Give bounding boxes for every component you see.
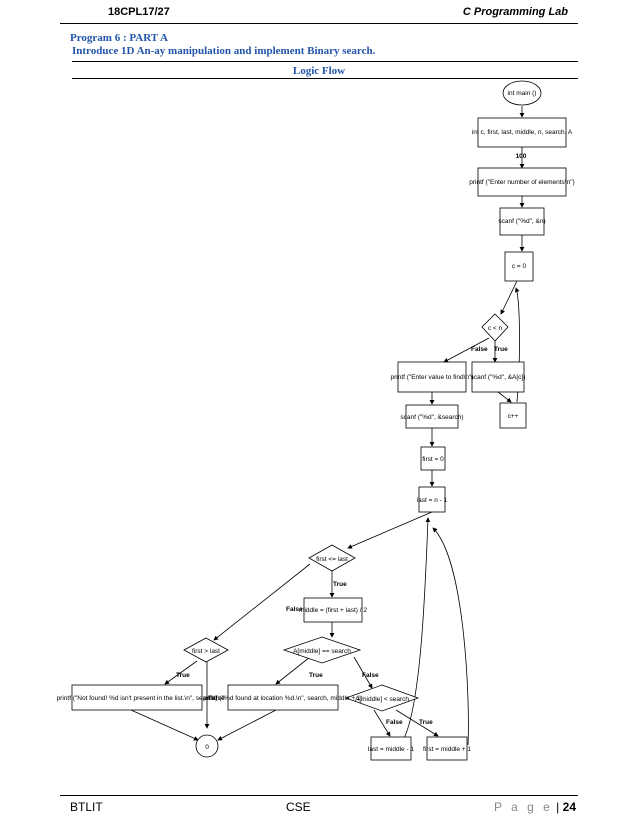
decl-node [477,117,567,148]
edge-less-true [395,709,439,737]
edge-less-false [373,709,391,737]
label-true-c: True [494,346,508,353]
cond-c-node [481,313,509,342]
label-true-loop: True [333,581,347,588]
scanf-search-text: scanf ("%d", &search) [400,414,463,421]
set-last-text: last = middle - 1 [368,746,414,753]
cond-found-node [282,636,362,664]
cond-less-node [344,684,420,712]
print-found-text: printf ("%d found at location %d.\n", se… [203,695,362,702]
course-code: 18CPL17/27 [108,6,170,18]
cond-gt-node [183,637,229,663]
footer-page: P a g e | 24 [494,800,576,814]
start-text: int main () [508,90,537,97]
edge-cond-false2 [213,563,311,641]
lab-title: C Programming Lab [462,6,568,18]
page-separator: | [556,800,560,814]
cond-c-text: c < n [488,325,503,332]
cond-less-text: A[middle] < search [355,696,409,703]
scanf-search-node [405,404,459,429]
footer-institute: BTLIT [70,800,103,814]
scanf-arr-text: scanf ("%d", &A[c]) [471,374,526,381]
page-number: 24 [562,800,576,814]
label-true-found: True [309,672,323,679]
section-title: Logic Flow [292,65,346,77]
edge-found-true [275,656,311,685]
cond-found-text: A[middle] == search [293,648,351,655]
inc-c-node [499,402,527,429]
decl-note: 100 [516,153,527,160]
header-divider [60,23,578,24]
printf-n-text: printf ("Enter number of elements\n") [469,179,574,186]
program-intro: Introduce 1D An-ay manipulation and impl… [72,45,376,57]
print-notfound-text: printf ("Not found! %d isn't present in … [57,695,218,702]
label-true-gt: True [176,672,190,679]
label-false-found: False [362,672,379,679]
scanf-n-text: scanf ("%d", &n) [498,218,545,225]
calc-middle-text: middle = (first + last) / 2 [299,607,367,614]
printf-n-node [477,167,567,197]
init-last-text: last = n - 1 [417,497,448,504]
section-divider-top [72,61,578,62]
page-header: 18CPL17/27 C Programming Lab [0,0,638,26]
set-first-text: first = middle + 1 [423,746,471,753]
program-title: Program 6 : PART A [70,32,168,44]
edge-last-cond [347,511,433,549]
print-notfound-node [71,684,203,711]
page-label: P a g e [494,800,553,814]
scanf-n-node [499,207,545,236]
footer-department: CSE [286,800,311,814]
init-first-node [420,446,446,471]
edge-notfound-end [130,709,199,741]
end-node [195,734,219,758]
label-false-gt: False [208,695,225,702]
edge-cond-false [443,337,490,363]
set-first-node [426,736,468,761]
init-c-text: c = 0 [512,263,527,270]
calc-middle-node [303,597,363,623]
section-divider-bottom [72,78,578,79]
init-last-node [418,486,446,513]
cond-gt-text: first > last [192,648,220,655]
set-last-node [370,736,412,761]
decl-text: int c, first, last, middle, n, search, A [472,129,573,136]
edge-found-false [353,656,373,689]
init-c-node [504,251,534,282]
edge-gt-true [164,660,198,685]
edge-found-end [217,709,277,741]
printf-val-text: printf ("Enter value to find\n") [390,374,473,381]
edge-setlast-loop [399,517,431,746]
edge-setfirst-loop [432,527,469,746]
label-false-c: False [471,346,488,353]
scanf-arr-node [471,361,525,393]
inc-c-text: c++ [508,413,519,420]
label-true-less: True [419,719,433,726]
printf-val-node [397,361,467,393]
edge-scanfarr-inc [497,391,512,403]
cond-loop-node [308,544,356,572]
edge-initc-cond [500,280,518,315]
cond-loop-text: first <= last [316,556,348,563]
label-false-loop: False [286,606,303,613]
footer-divider [60,795,578,796]
print-found-node [227,684,339,711]
init-first-text: first = 0 [422,456,444,463]
start-node [502,80,542,106]
end-text: 0 [205,744,209,751]
label-false-less: False [386,719,403,726]
